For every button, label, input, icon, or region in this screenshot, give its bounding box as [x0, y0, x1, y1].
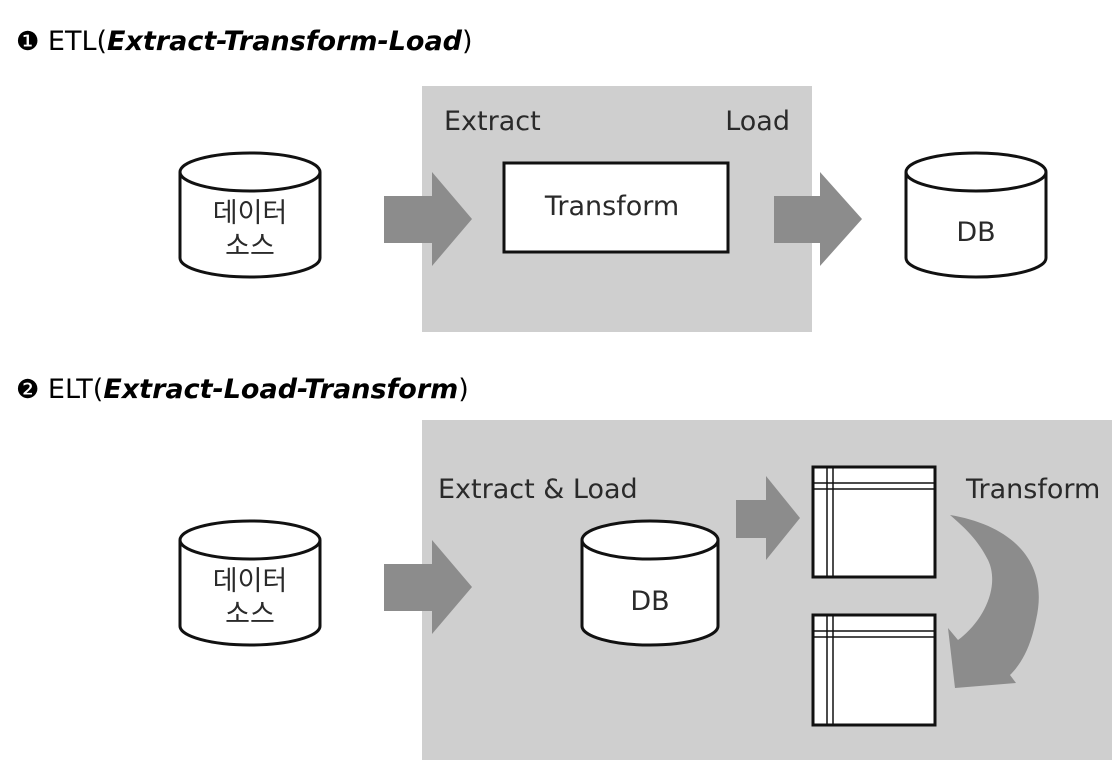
etl-heading-prefix: ETL(: [39, 26, 107, 57]
elt-extract-arrow: [384, 540, 472, 634]
etl-source-label-line2: 소스: [225, 231, 275, 262]
etl-heading-italic: Extract-Transform-Load: [107, 26, 463, 57]
elt-to-table-arrow: [736, 476, 800, 560]
elt-transform-curved-arrow: [948, 515, 1039, 688]
elt-source-label-line1: 데이터: [213, 566, 288, 597]
etl-heading: ❶ ETL(Extract-Transform-Load): [16, 26, 473, 57]
elt-db-label: DB: [630, 586, 669, 617]
elt-heading-suffix: ): [458, 374, 469, 405]
elt-heading-italic: Extract-Load-Transform: [103, 374, 458, 405]
etl-load-label: Load: [725, 106, 790, 137]
etl-db-label: DB: [956, 217, 995, 248]
elt-source-label-line2: 소스: [225, 599, 275, 630]
etl-source-label-line1: 데이터: [213, 198, 288, 229]
elt-heading-prefix: ELT(: [39, 374, 103, 405]
etl-extract-label: Extract: [444, 106, 541, 137]
elt-table-raw: [811, 465, 937, 579]
elt-transform-label: Transform: [965, 474, 1100, 505]
etl-load-arrow: [774, 172, 862, 266]
etl-heading-suffix: ): [462, 26, 473, 57]
etl-db-cylinder: DB: [904, 151, 1048, 279]
elt-db-cylinder: DB: [580, 519, 720, 647]
etl-transform-box: [502, 161, 730, 254]
etl-extract-arrow: [384, 172, 472, 266]
etl-heading-marker: ❶: [16, 27, 39, 57]
etl-transform-label: Transform: [544, 191, 679, 222]
elt-heading: ❷ ELT(Extract-Load-Transform): [16, 374, 469, 405]
elt-table-transformed: [811, 613, 937, 727]
elt-heading-marker: ❷: [16, 375, 39, 405]
elt-extract-load-label: Extract & Load: [438, 474, 638, 505]
elt-source-cylinder: 데이터 소스: [178, 519, 322, 647]
etl-source-cylinder: 데이터 소스: [178, 151, 322, 279]
